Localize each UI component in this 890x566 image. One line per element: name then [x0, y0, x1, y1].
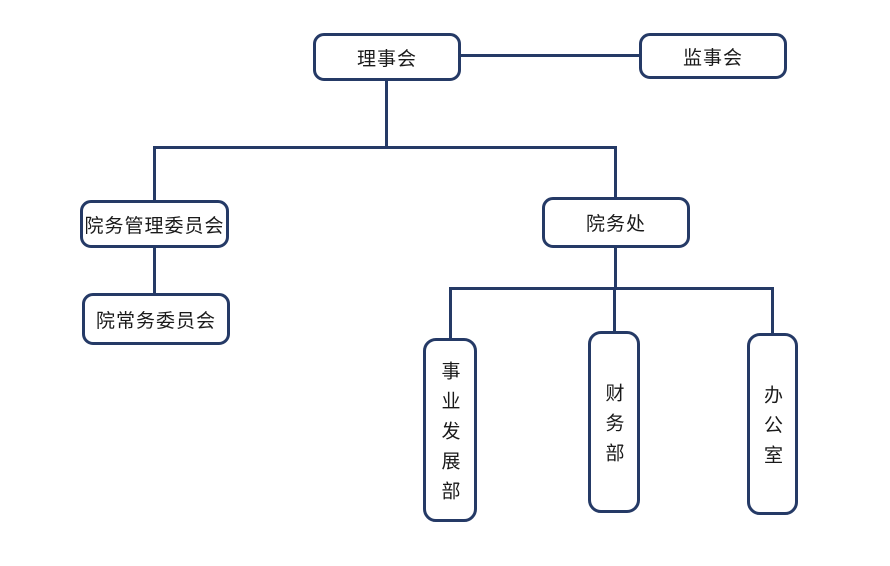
node-affairs-office-label: 院务处	[585, 213, 646, 235]
node-finance-dept[interactable]: 财务部	[588, 331, 640, 513]
node-standing-committee-label: 院常务委员会	[95, 309, 216, 332]
connector-to-finance	[613, 287, 616, 331]
connector-to-office	[771, 287, 774, 333]
node-management-committee[interactable]: 院务管理委员会	[80, 200, 229, 248]
node-standing-committee[interactable]: 院常务委员会	[82, 293, 230, 345]
connector-to-mgmt	[153, 146, 156, 200]
node-management-committee-label: 院务管理委员会	[84, 214, 225, 237]
node-general-office[interactable]: 办公室	[747, 333, 798, 515]
node-business-development-dept[interactable]: 事业发展部	[423, 338, 477, 522]
connector-tier3-horizontal	[449, 287, 774, 290]
node-board-of-supervisors-label: 监事会	[682, 46, 743, 69]
node-board-of-directors-label: 理事会	[356, 47, 417, 70]
connector-tier2-horizontal	[153, 146, 617, 149]
connector-mgmt-standing	[153, 248, 156, 293]
connector-board-supervisors	[461, 54, 639, 57]
node-board-of-supervisors[interactable]: 监事会	[639, 33, 787, 79]
node-general-office-label: 办公室	[761, 384, 783, 475]
node-affairs-office[interactable]: 院务处	[542, 197, 690, 248]
connector-board-down	[385, 81, 388, 147]
connector-affairs-down	[614, 248, 617, 288]
node-business-development-dept-label: 事业发展部	[438, 360, 461, 511]
node-board-of-directors[interactable]: 理事会	[313, 33, 461, 81]
connector-to-affairs	[614, 146, 617, 197]
connector-to-bizdev	[449, 287, 452, 338]
node-finance-dept-label: 财务部	[602, 382, 625, 473]
